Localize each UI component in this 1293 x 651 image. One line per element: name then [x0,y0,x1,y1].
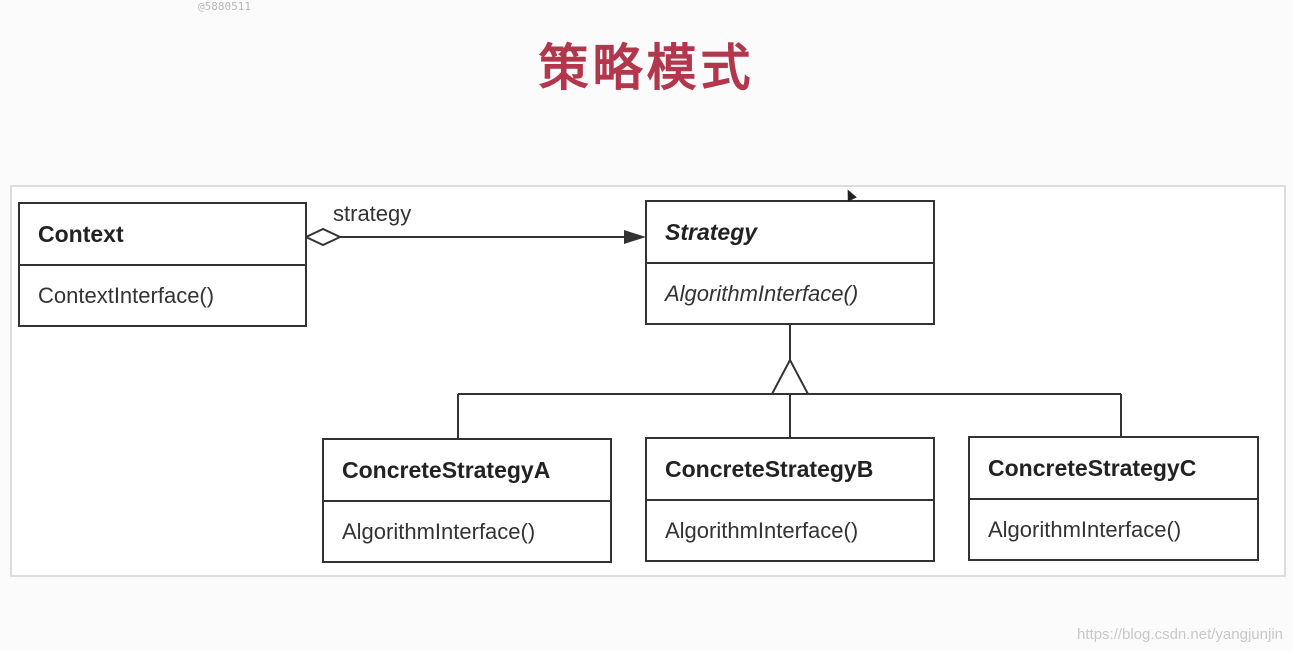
aggregation-diamond [303,227,343,247]
class-name: ConcreteStrategyA [324,440,610,502]
association-arrowhead [624,230,646,244]
class-name: Context [20,204,305,266]
inheritance-triangle [770,357,810,395]
class-method: AlgorithmInterface() [988,516,1182,542]
class-method: AlgorithmInterface() [665,280,859,306]
class-name: ConcreteStrategyC [970,438,1257,500]
class-strategy: Strategy AlgorithmInterface() [645,200,935,325]
class-context: Context ContextInterface() [18,202,307,327]
class-concrete-strategy-c: ConcreteStrategyC AlgorithmInterface() [968,436,1259,561]
class-name: ConcreteStrategyB [647,439,933,501]
watermark: https://blog.csdn.net/yangjunjin [1077,626,1283,643]
class-concrete-strategy-a: ConcreteStrategyA AlgorithmInterface() [322,438,612,563]
page-title: 策略模式 [538,39,755,97]
association-label: strategy [333,201,412,226]
class-method: AlgorithmInterface() [665,517,859,543]
class-method: ContextInterface() [38,282,215,308]
class-method: AlgorithmInterface() [342,518,536,544]
top-id-label: @5880511 [198,0,251,13]
class-concrete-strategy-b: ConcreteStrategyB AlgorithmInterface() [645,437,935,562]
class-name: Strategy [647,202,933,264]
